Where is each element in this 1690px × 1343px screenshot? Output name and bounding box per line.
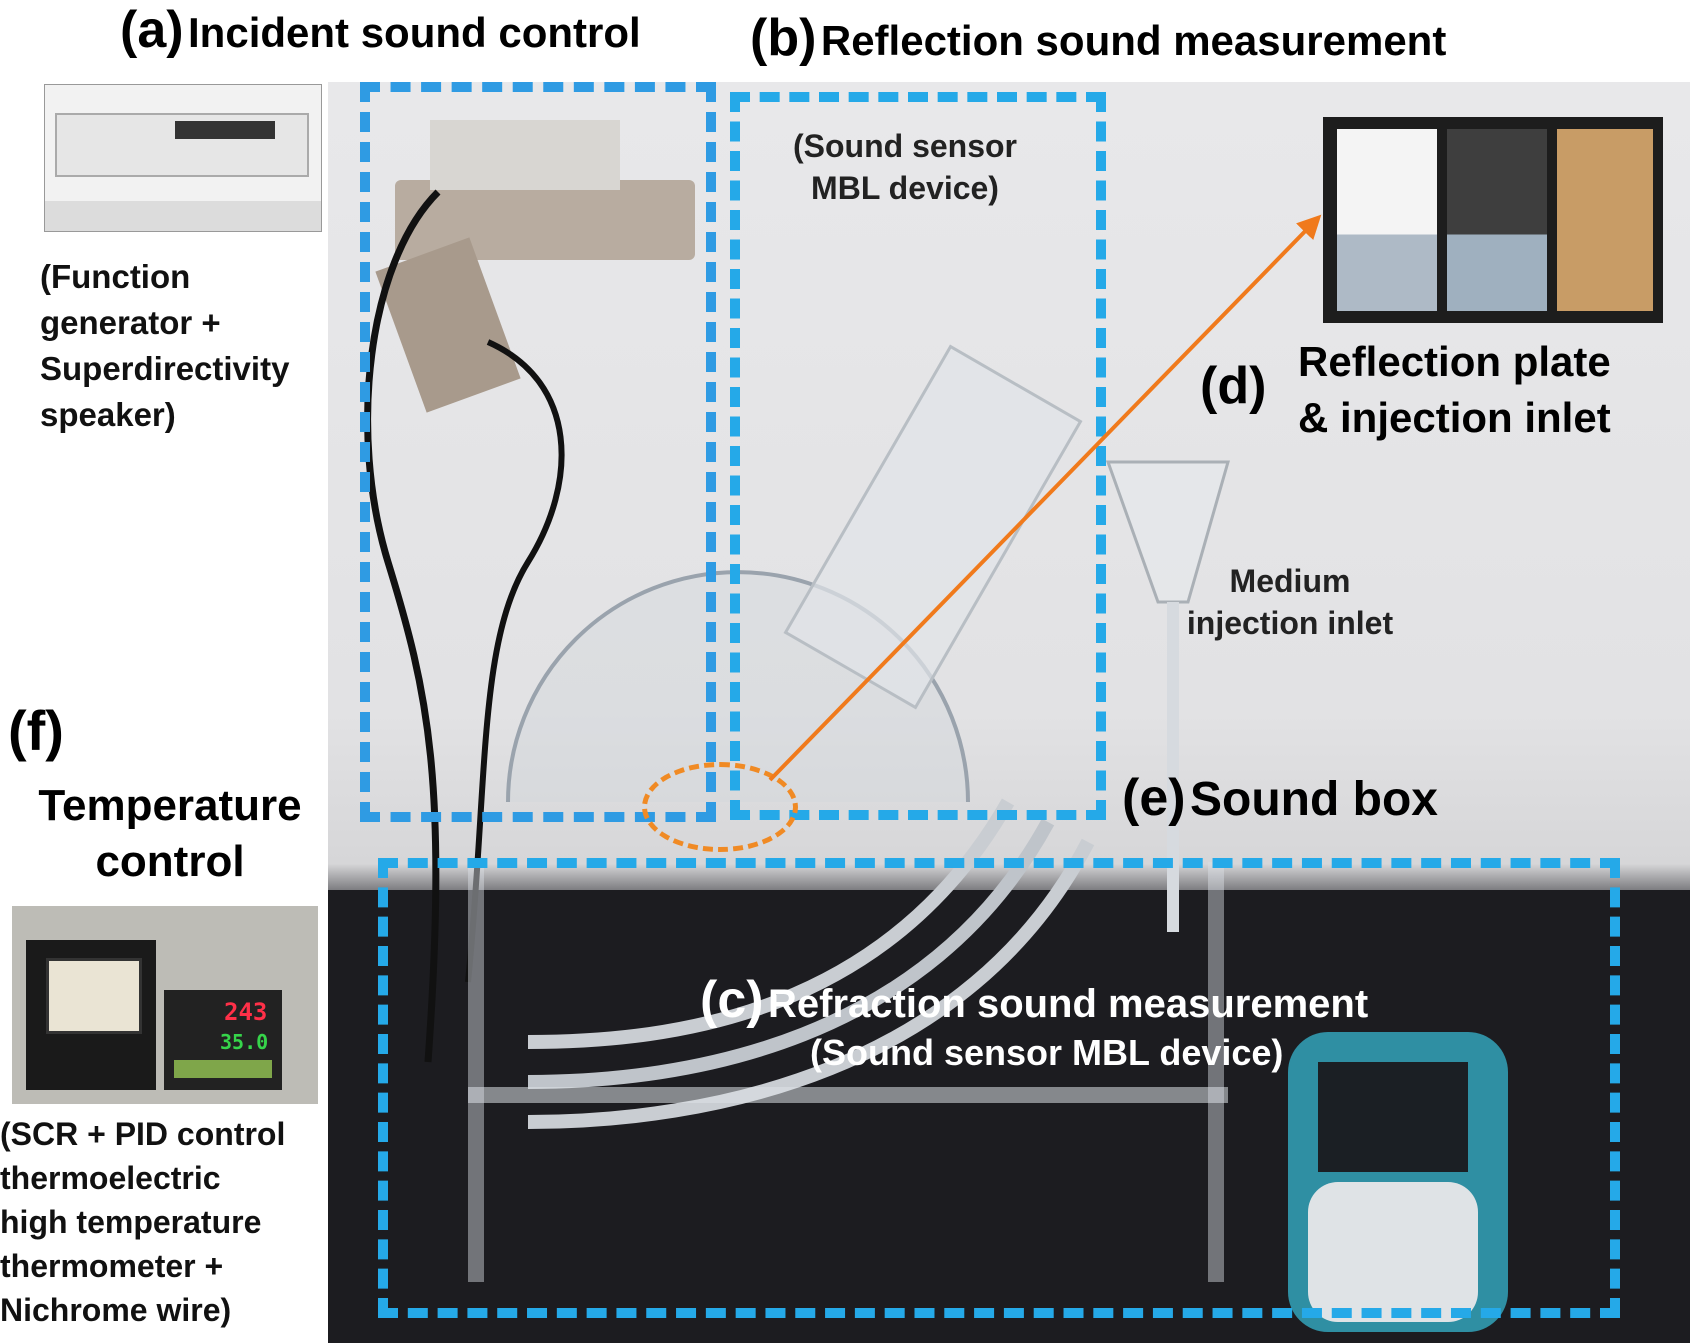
label-f-letter: (f): [8, 699, 64, 762]
caption-a-line1: (Function: [40, 258, 191, 295]
caption-a: (Function generator + Superdirectivity s…: [40, 254, 289, 438]
acrylic-leg-right: [1208, 862, 1224, 1282]
plate-cork: [1557, 129, 1653, 311]
label-b-title: Reflection sound measurement: [820, 17, 1447, 64]
caption-f-line5: Nichrome wire): [0, 1292, 232, 1328]
label-a-letter: (a): [120, 1, 184, 59]
acrylic-leg-left: [468, 862, 484, 1282]
reflection-sensor-label: (Sound sensor MBL device): [755, 125, 1055, 209]
medium-inlet-label: Medium injection inlet: [1150, 560, 1430, 644]
plate-white: [1337, 129, 1437, 311]
label-f-line2: control: [95, 837, 245, 886]
label-f-title: Temperature control: [0, 778, 340, 890]
caption-f: (SCR + PID control thermoelectric high t…: [0, 1112, 285, 1332]
medium-inlet-line1: Medium: [1229, 563, 1351, 599]
label-e-letter: (e): [1122, 769, 1186, 827]
caption-f-line3: high temperature: [0, 1204, 262, 1240]
label-c-title: Refraction sound measurement: [768, 982, 1369, 1026]
refraction-tube-1: [527, 798, 1015, 1049]
reflection-sensor-line1: (Sound sensor: [792, 128, 1017, 164]
label-c-subtitle: (Sound sensor MBL device): [810, 1032, 1284, 1073]
plate-dark: [1447, 129, 1547, 311]
analog-meter: [46, 958, 142, 1034]
caption-f-line1: (SCR + PID control: [0, 1116, 286, 1152]
caption-f-line4: thermometer +: [0, 1248, 224, 1284]
label-b: (b) Reflection sound measurement: [750, 8, 1446, 68]
label-c: (c) Refraction sound measurement: [700, 970, 1368, 1030]
scr-unit: [26, 940, 156, 1090]
caption-a-line3: Superdirectivity: [40, 350, 290, 387]
funnel: [1105, 460, 1230, 604]
label-a-title: Incident sound control: [188, 9, 641, 56]
acrylic-frame: [468, 1087, 1228, 1103]
label-a: (a) Incident sound control: [120, 0, 641, 60]
reflection-tube: [783, 344, 1083, 710]
mbl-body: [1308, 1182, 1478, 1322]
label-d-line1: Reflection plate: [1298, 338, 1611, 385]
pid-display-top: 243: [224, 998, 268, 1026]
pid-controller: 243 35.0: [164, 990, 282, 1090]
reflection-sensor-line2: MBL device): [811, 170, 999, 206]
medium-inlet-line2: injection inlet: [1186, 605, 1394, 641]
pid-lower-screen: [174, 1060, 272, 1078]
function-generator-image: [44, 84, 322, 232]
box-reflection-sound: [730, 92, 1106, 820]
label-d-line2: & injection inlet: [1298, 394, 1611, 441]
caption-a-line4: speaker): [40, 396, 176, 433]
temperature-control-image: 243 35.0: [12, 906, 318, 1104]
label-e-title: Sound box: [1190, 773, 1438, 826]
label-e: (e) Sound box: [1122, 768, 1438, 828]
fg-display: [175, 121, 275, 139]
label-c-letter: (c): [700, 971, 764, 1029]
speaker-top: [430, 120, 620, 190]
mbl-screen: [1318, 1062, 1468, 1172]
pid-display-bottom: 35.0: [220, 1030, 269, 1054]
refraction-tube-3: [527, 838, 1095, 1129]
refraction-tube-2: [527, 818, 1055, 1089]
box-incident-sound: [360, 82, 716, 822]
black-cable: [364, 189, 441, 1063]
caption-f-line2: thermoelectric: [0, 1160, 221, 1196]
box-refraction-sound: [378, 858, 1620, 1318]
label-b-letter: (b): [750, 9, 817, 67]
focus-point-circle: [642, 762, 798, 852]
orange-arrow-line: [768, 214, 1322, 782]
label-d-letter: (d): [1200, 357, 1267, 415]
label-f-line1: Temperature: [38, 781, 302, 830]
caption-a-line2: generator +: [40, 304, 221, 341]
reflection-plates-image: [1323, 117, 1663, 323]
